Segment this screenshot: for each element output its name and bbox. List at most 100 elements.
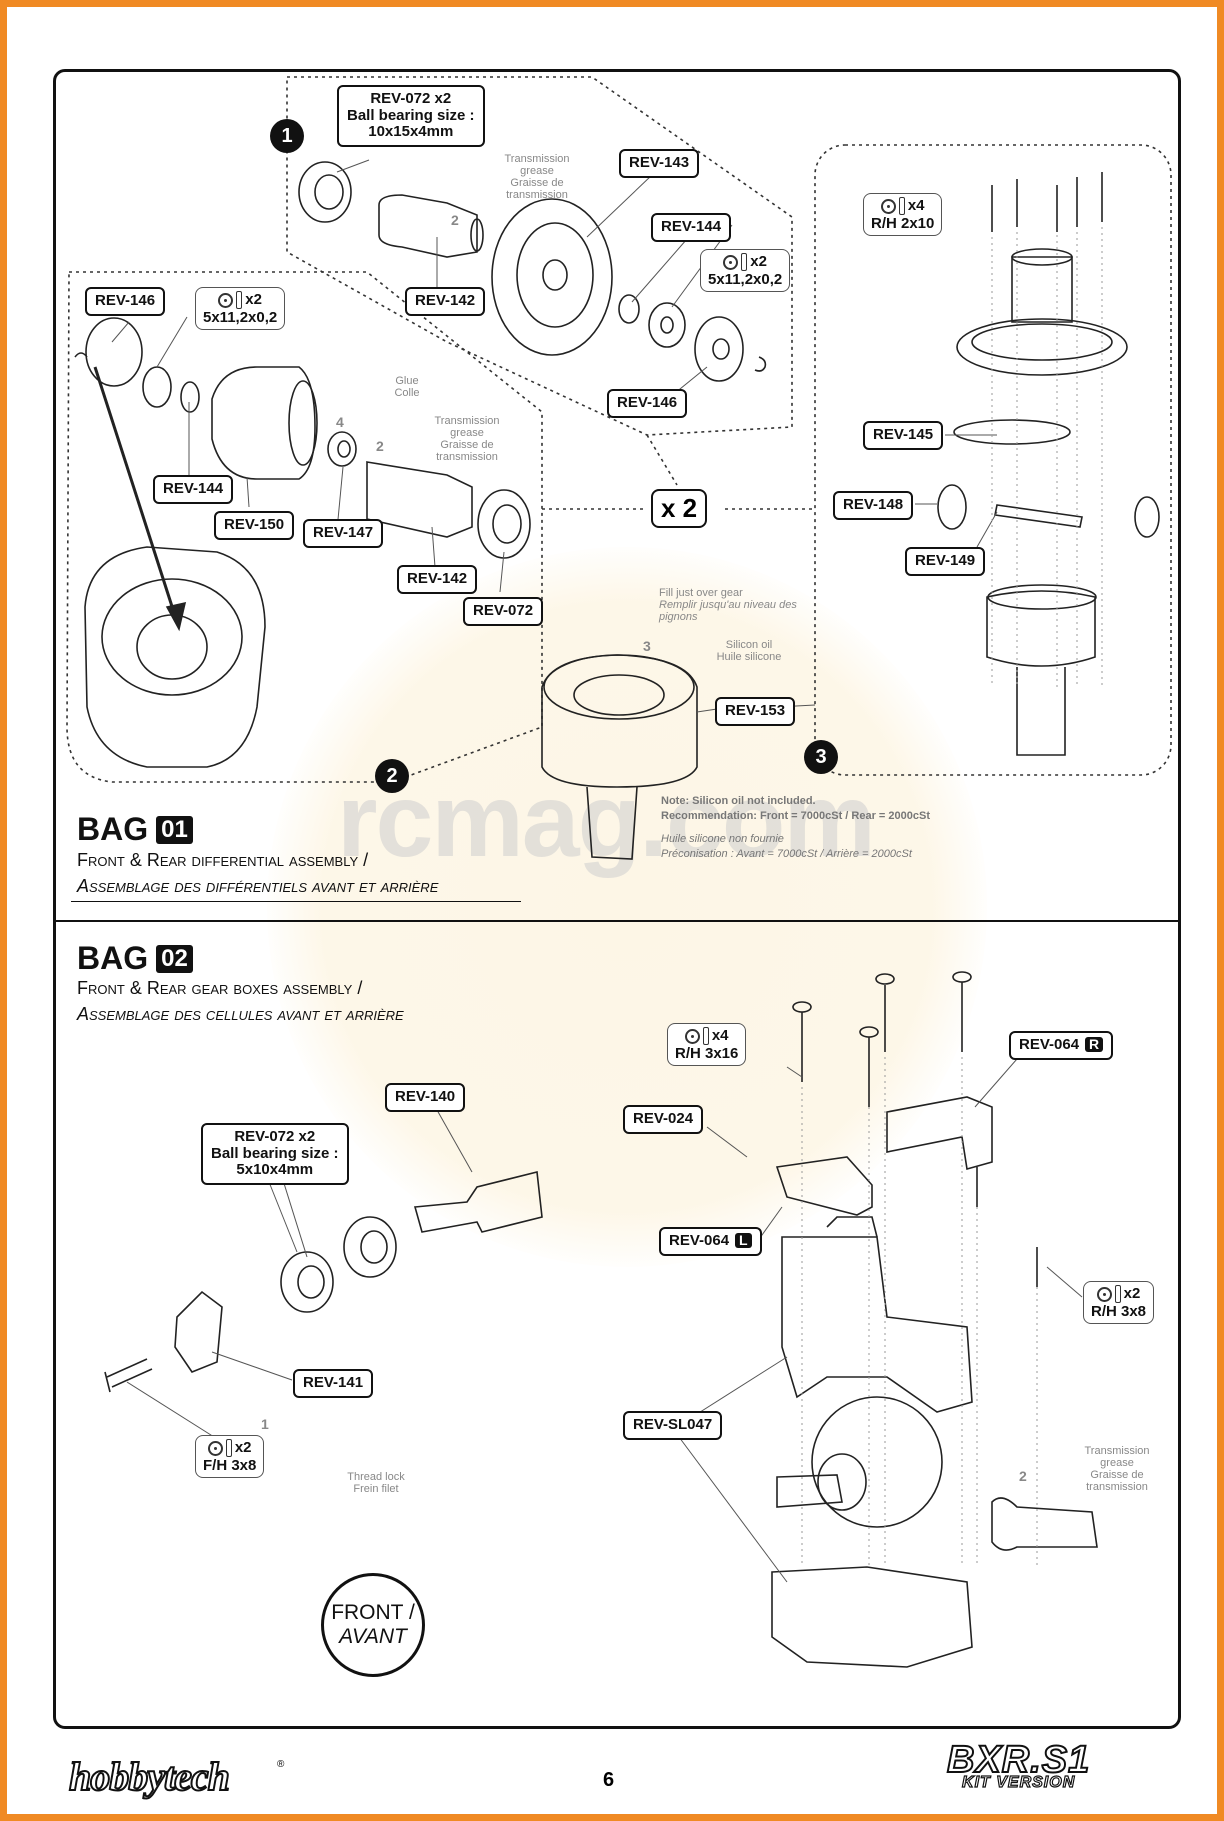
note-fr: Colle bbox=[394, 387, 420, 400]
qty-screw-fh3x8: x2 F/H 3x8 bbox=[195, 1435, 265, 1479]
note-glue-number: 4 bbox=[336, 414, 344, 430]
step-number-3: 3 bbox=[804, 740, 838, 774]
content-frame bbox=[53, 69, 1181, 1729]
note-en: Transmission grease bbox=[504, 153, 570, 178]
note-grease-b-number: 2 bbox=[376, 438, 384, 454]
washer-side-icon bbox=[898, 197, 905, 215]
section-divider bbox=[53, 920, 1181, 922]
washer-icon bbox=[218, 292, 234, 308]
washer-icon bbox=[207, 1440, 223, 1456]
bag1-underline bbox=[71, 901, 521, 902]
note-silicon: Silicon oil Huile silicone bbox=[714, 639, 784, 663]
note-glue: Glue Colle bbox=[387, 375, 427, 399]
washer-icon bbox=[684, 1028, 700, 1044]
qty-count: x4 bbox=[907, 197, 925, 215]
product-logo: BXR.S1 KIT VERSION bbox=[946, 1738, 1090, 1792]
bag2-number: 02 bbox=[156, 944, 193, 973]
note-en: Transmission grease bbox=[1084, 1445, 1150, 1470]
note-fr: Frein filet bbox=[353, 1483, 399, 1496]
part-tag-rev142-b: REV-142 bbox=[397, 565, 478, 594]
oil-note-fr-2: Préconisation : Avant = 7000cSt / Arrièr… bbox=[661, 848, 912, 860]
part-tag-rev144-a: REV-144 bbox=[651, 213, 732, 242]
qty-screw-rh2x10: x4 R/H 2x10 bbox=[863, 193, 943, 237]
note-fill: Fill just over gear Remplir jusqu'au niv… bbox=[659, 587, 799, 623]
washer-side-icon bbox=[225, 1439, 232, 1457]
note-threadlock-number: 1 bbox=[261, 1416, 269, 1432]
step2-boundary bbox=[66, 271, 543, 783]
part-tag-rev149: REV-149 bbox=[905, 547, 986, 576]
qty-screw-rh3x16: x4 R/H 3x16 bbox=[667, 1023, 747, 1067]
part-tag-rev150: REV-150 bbox=[214, 511, 295, 540]
part-tag-rev146-a: REV-146 bbox=[607, 389, 688, 418]
watermark-text: rcmag.com bbox=[337, 763, 876, 879]
part-tag-rev142-a: REV-142 bbox=[405, 287, 486, 316]
bag1-title-fr: Assemblage des différentiels avant et ar… bbox=[77, 876, 439, 896]
oil-note-fr-1: Huile silicone non fournie bbox=[661, 833, 784, 845]
qty-size: R/H 3x8 bbox=[1091, 1303, 1147, 1320]
page-number: 6 bbox=[603, 1769, 615, 1791]
multiplier-badge: x 2 bbox=[651, 489, 708, 528]
oil-note-en-1: Note: Silicon oil not included. bbox=[661, 795, 816, 807]
note-en: Transmission grease bbox=[434, 415, 500, 440]
qty-count: x4 bbox=[711, 1027, 729, 1045]
bag1-title-en: Front & Rear differential assembly / bbox=[77, 850, 369, 870]
note-grease-a: Transmission grease Graisse de transmiss… bbox=[497, 153, 577, 201]
part-tag-revsl047: REV-SL047 bbox=[623, 1411, 723, 1440]
bag2-label: BAG bbox=[77, 940, 149, 976]
part-tag-rev146-b: REV-146 bbox=[85, 287, 166, 316]
note-threadlock: Thread lock Frein filet bbox=[341, 1471, 411, 1495]
washer-icon bbox=[880, 198, 896, 214]
tag-line: 10x15x4mm bbox=[368, 123, 454, 140]
note-silicon-number: 3 bbox=[643, 638, 651, 654]
washer-side-icon bbox=[236, 291, 243, 309]
qty-size: R/H 3x16 bbox=[675, 1045, 739, 1062]
note-fr: Graisse de transmission bbox=[1086, 1469, 1148, 1494]
watermark-disc bbox=[267, 547, 987, 1267]
step-number-2: 2 bbox=[375, 759, 409, 793]
note-en: Fill just over gear bbox=[659, 587, 743, 599]
part-tag-rev072-bearing-b: REV-072 x2 Ball bearing size : 5x10x4mm bbox=[201, 1123, 349, 1185]
bag1-number: 01 bbox=[156, 815, 193, 844]
washer-side-icon bbox=[741, 253, 748, 271]
hobbytech-logo: hobbytech bbox=[68, 1753, 231, 1800]
bag1-heading: BAG 01 bbox=[77, 811, 193, 848]
qty-washer-a: x2 5x11,2x0,2 bbox=[700, 249, 791, 293]
note-fr: Remplir jusqu'au niveau des pignons bbox=[659, 599, 797, 624]
product-version: KIT VERSION bbox=[961, 1773, 1076, 1791]
washer-side-icon bbox=[1114, 1285, 1121, 1303]
washer-side-icon bbox=[702, 1027, 709, 1045]
note-en: Glue bbox=[395, 375, 419, 387]
note-fr: Graisse de transmission bbox=[436, 439, 498, 464]
qty-size: R/H 2x10 bbox=[871, 215, 935, 232]
part-tag-rev147: REV-147 bbox=[303, 519, 384, 548]
tag-name: REV-064 bbox=[669, 1232, 730, 1249]
note-en: Thread lock bbox=[347, 1471, 405, 1483]
note-grease-b: Transmission grease Graisse de transmiss… bbox=[425, 415, 509, 463]
qty-count: x2 bbox=[234, 1439, 252, 1457]
washer-icon bbox=[1096, 1286, 1112, 1302]
note-grease-a-number: 2 bbox=[451, 212, 459, 228]
note-grease-bag2: Transmission grease Graisse de transmiss… bbox=[1075, 1445, 1159, 1493]
qty-size: 5x11,2x0,2 bbox=[203, 309, 278, 326]
part-tag-rev148: REV-148 bbox=[833, 491, 914, 520]
step1-boundary bbox=[286, 76, 793, 436]
tag-line: REV-072 x2 bbox=[370, 90, 452, 107]
qty-count: x2 bbox=[1123, 1285, 1141, 1303]
tag-line: 5x10x4mm bbox=[236, 1161, 314, 1178]
qty-size: 5x11,2x0,2 bbox=[708, 271, 783, 288]
note-fr: Graisse de transmission bbox=[506, 177, 568, 202]
tag-line: Ball bearing size : bbox=[211, 1144, 339, 1162]
note-grease-bag2-number: 2 bbox=[1019, 1468, 1027, 1484]
qty-washer-b: x2 5x11,2x0,2 bbox=[195, 287, 286, 331]
bag2-title-fr: Assemblage des cellules avant et arrière bbox=[77, 1004, 404, 1024]
part-tag-rev145: REV-145 bbox=[863, 421, 944, 450]
qty-screw-rh3x8: x2 R/H 3x8 bbox=[1083, 1281, 1155, 1325]
step3-boundary bbox=[814, 144, 1172, 776]
tag-name: REV-064 bbox=[1019, 1036, 1080, 1053]
part-tag-rev141: REV-141 bbox=[293, 1369, 374, 1398]
part-tag-rev144-b: REV-144 bbox=[153, 475, 234, 504]
bag1-label: BAG bbox=[77, 811, 149, 847]
